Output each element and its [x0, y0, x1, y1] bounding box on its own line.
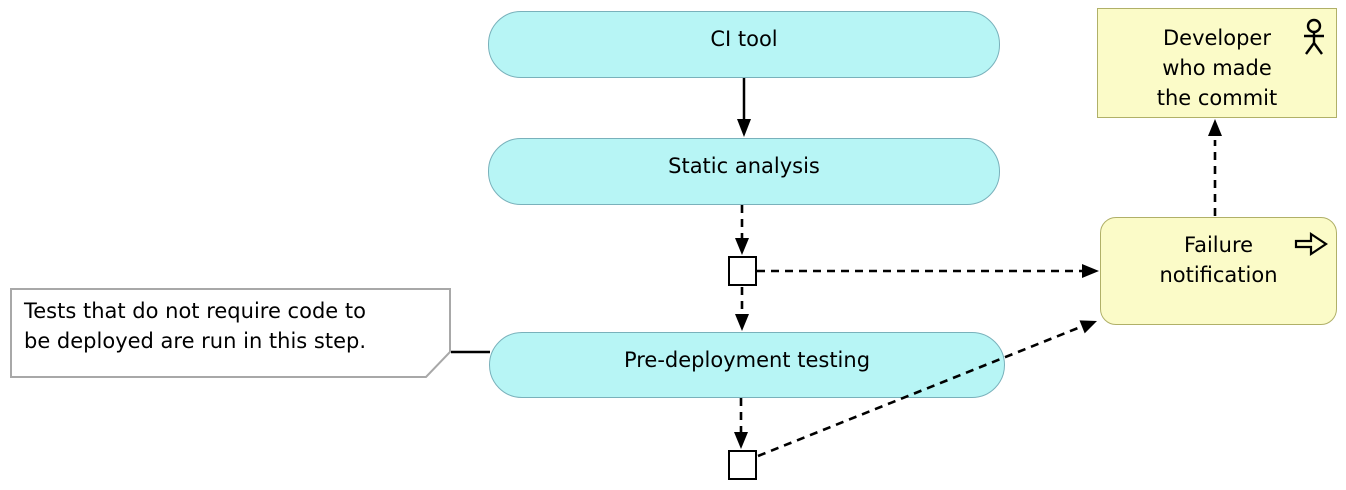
actor-icon: [1301, 18, 1327, 67]
node-pre-deployment-testing: Pre-deployment testing: [489, 332, 1005, 398]
node-label: Static analysis: [668, 154, 820, 178]
node-label-line: Failure: [1183, 233, 1254, 257]
note: Tests that do not require code to be dep…: [24, 296, 366, 356]
node-label: Pre-deployment testing: [623, 348, 871, 372]
node-static-analysis: Static analysis: [488, 138, 1000, 205]
junction-square: [728, 256, 757, 286]
note-line: be deployed are run in this step.: [24, 329, 367, 353]
note-line: Tests that do not require code to: [24, 299, 366, 323]
note-shape: [10, 288, 451, 378]
node-failure-notification: Failure notification: [1100, 217, 1337, 325]
node-developer-who-made-the-commit: Developer who made the commit: [1097, 8, 1337, 118]
node-ci-tool: CI tool: [488, 11, 1000, 78]
node-label-line: Developer: [1162, 26, 1271, 50]
node-label-line: the commit: [1156, 86, 1278, 110]
node-label: CI tool: [710, 27, 778, 51]
node-label-line: notification: [1159, 263, 1278, 287]
junction-square: [728, 450, 757, 480]
event-arrow-icon: [1294, 231, 1328, 265]
node-label-line: who made: [1162, 56, 1272, 80]
